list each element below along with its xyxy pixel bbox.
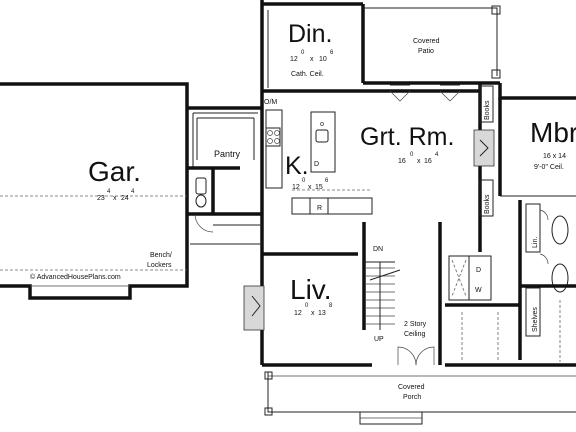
two-story-line2: Ceiling [404,331,426,338]
garage-name: Gar. [88,156,141,187]
kitchen-dim-w: 12 [292,184,300,191]
dishwasher-label: D [314,161,319,168]
pantry-mudroom [187,0,264,254]
stair-up-label: UP [374,336,384,343]
kitchen-name: K. [285,152,309,180]
dining-dim-w: 12 [290,56,298,63]
svg-text:x: x [417,158,421,165]
pantry-name: Pantry [214,149,241,159]
dining-note: Cath. Ceil. [291,71,324,78]
stair-down-label: DN [373,246,383,253]
copyright-notice: © AdvancedHousePlans.com [30,273,121,281]
master-bedroom [498,83,576,360]
svg-text:x: x [308,184,312,191]
garage-dim-w-sup: 4 [107,189,111,195]
dining-dim-w-sup: 0 [301,50,305,56]
books-bottom-label: Books [484,194,491,214]
great-room [262,83,495,252]
covered-porch [264,371,576,425]
great-room-name: Grt. Rm. [360,123,454,151]
refrigerator-label: R [317,205,322,212]
kitchen-dim-w-sup: 0 [302,178,306,184]
kitchen-dim-h: 15 [315,184,323,191]
bench-line1: Bench/ [150,252,172,259]
kitchen [265,109,373,215]
laundry-closets [445,255,576,367]
garage-dim-h-sup: 4 [131,189,135,195]
patio-line2: Patio [418,48,434,55]
dining-dim-h-sup: 6 [330,50,334,56]
living-dim-w: 12 [294,310,302,317]
living-dim-w-sup: 0 [305,303,309,309]
svg-text:x: x [311,310,315,317]
living-dim-h: 13 [318,310,326,317]
porch-line1: Covered [398,384,425,391]
two-story-line1: 2 Story [404,321,427,328]
bench-line2: Lockers [147,262,172,269]
shelves-label: Shelves [532,307,539,332]
living-dim-h-sup: 8 [329,303,333,309]
dining-room [262,2,365,88]
great-room-dim-h-sup: 4 [435,152,439,158]
covered-patio [363,5,501,85]
washer-label: W [475,287,482,294]
great-room-dim-w-sup: 0 [410,152,414,158]
master-note: 9'-0" Ceil. [534,164,564,171]
great-room-dim-w: 16 [398,158,406,165]
svg-text:x: x [113,195,117,202]
svg-text:x: x [310,56,314,63]
garage-dim-w: 23 [97,195,105,202]
porch-line2: Porch [403,394,421,401]
linen-label: Lin. [532,237,539,248]
master-dims: 16 x 14 [543,153,566,160]
great-room-dim-h: 16 [424,158,432,165]
books-top-label: Books [484,100,491,120]
living-room [243,252,372,367]
oven-micro-label: O/M [264,99,277,106]
staircase [362,222,442,366]
kitchen-dim-h-sup: 6 [325,178,329,184]
dining-name: Din. [288,20,332,48]
garage [0,82,189,300]
dining-dim-h: 10 [319,56,327,63]
dryer-label: D [476,267,481,274]
master-name: Mbr [530,117,576,148]
patio-line1: Covered [413,38,440,45]
garage-dim-h: 24 [121,195,129,202]
living-name: Liv. [290,274,332,305]
